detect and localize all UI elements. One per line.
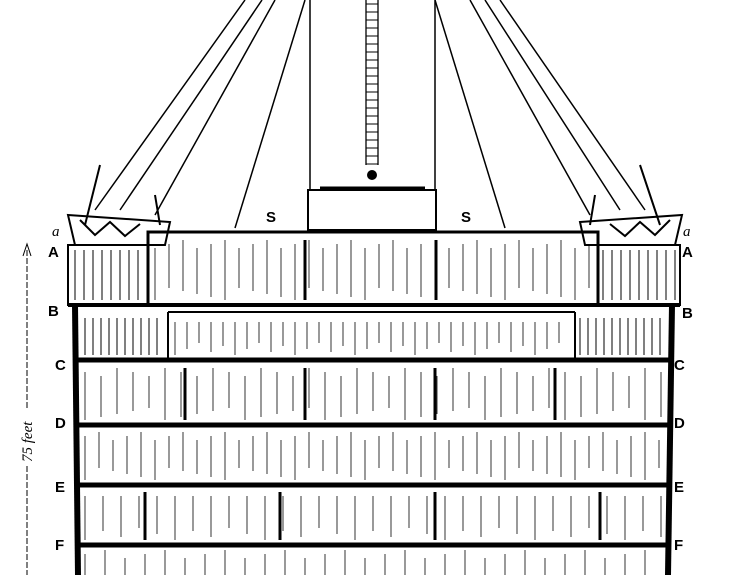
deck-labels-right: A B C D E F: [674, 244, 693, 554]
deck-label-e: E: [674, 479, 684, 496]
cabin-detail: [74, 240, 676, 575]
boat-mark-left: a: [52, 224, 60, 240]
deck-label-c: C: [674, 357, 685, 374]
lifeboat-left: [66, 164, 172, 246]
rigging-stays: [94, 0, 646, 229]
superstructure-label-right: S: [461, 209, 471, 226]
height-scale-label: 75 feet: [20, 421, 36, 462]
deck-label-f: F: [674, 537, 683, 554]
superstructure-label-left: S: [266, 209, 276, 226]
deck-label-a: A: [682, 244, 693, 261]
deck-labels-left: A B C D E F: [48, 244, 66, 554]
deck-label-e: E: [55, 479, 65, 496]
deck-label-d: D: [674, 415, 685, 432]
lifeboat-right: [578, 164, 684, 246]
deck-label-b: B: [48, 303, 59, 320]
height-scale: 75 feet: [19, 242, 36, 575]
deck-label-a: A: [48, 244, 59, 261]
deck-label-d: D: [55, 415, 66, 432]
hull: [67, 230, 681, 575]
mast: [307, 0, 437, 231]
deck-label-c: C: [55, 357, 66, 374]
deck-label-b: B: [682, 305, 693, 322]
deck-label-f: F: [55, 537, 64, 554]
boat-mark-right: a: [683, 224, 691, 240]
